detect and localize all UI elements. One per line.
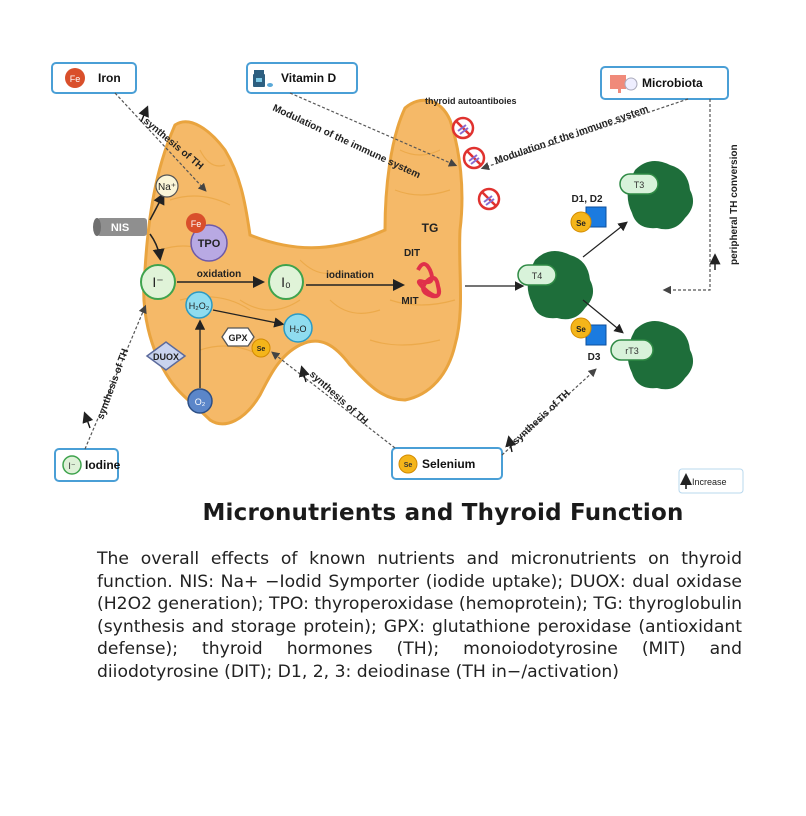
fe-cofactor: Fe <box>191 219 202 229</box>
iron-label: Iron <box>98 71 121 85</box>
iodine-symbol: I⁻ <box>68 461 76 471</box>
iodine-label: Iodine <box>85 458 121 472</box>
h2o-molecule: H₂O <box>290 324 307 334</box>
microbiota-modulation-label: Modulation of the immune system <box>493 104 650 167</box>
iodine-synthesis-label: synthesis of TH <box>95 347 131 421</box>
vitamin-d-box: Vitamin D <box>246 62 358 94</box>
mit-label: MIT <box>401 296 418 307</box>
antibody-blocked-icon <box>462 146 486 170</box>
d3-selenium: Se <box>576 325 586 334</box>
nis-transporter: NIS <box>93 218 147 236</box>
iodine-to-iodide-connector <box>84 304 147 450</box>
increase-label: Increase <box>692 477 727 487</box>
iron-symbol: Fe <box>70 74 81 84</box>
gpx-enzyme <box>221 327 255 347</box>
rt3-protein: rT3 <box>610 321 694 390</box>
rt3-label: rT3 <box>625 346 639 356</box>
tg-label: TG <box>422 221 439 235</box>
microbiota-to-antibodies-connector <box>480 98 689 171</box>
figure-caption: The overall effects of known nutrients a… <box>97 549 742 682</box>
thyroid-diagram: Fe Iron Vitamin D Microbiota I⁻ Iodine S… <box>51 62 744 494</box>
iodine-atom: I₀ <box>281 274 291 290</box>
antibody-blocked-icon <box>451 116 475 140</box>
d1-d2-label: D1, D2 <box>571 194 603 205</box>
d3-label: D3 <box>588 352 601 363</box>
gpx-selenium: Se <box>257 346 266 353</box>
selenium-to-d3-connector <box>501 368 597 456</box>
h2o2-molecule: H₂O₂ <box>189 301 210 311</box>
duox-label: DUOX <box>153 352 179 362</box>
sodium-ion: Na⁺ <box>158 182 176 193</box>
vitd-to-antibodies-connector <box>289 92 458 167</box>
gpx-label: GPX <box>228 333 247 343</box>
oxidation-label: oxidation <box>197 269 241 280</box>
selenium-gpx-synthesis-label: synthesis of TH <box>307 369 370 427</box>
vitamin-d-label: Vitamin D <box>281 71 336 85</box>
thyroid-gland <box>142 98 464 426</box>
duox-enzyme <box>145 341 187 371</box>
figure-title: Micronutrients and Thyroid Function <box>202 500 684 526</box>
t4-label: T4 <box>532 271 543 281</box>
t3-label: T3 <box>634 180 645 190</box>
tpo-label: TPO <box>198 238 221 250</box>
t4-protein: T4 <box>517 251 594 320</box>
o2-molecule: O₂ <box>195 397 206 407</box>
t3-protein: T3 <box>619 161 694 230</box>
iron-box: Fe Iron <box>51 62 137 94</box>
peripheral-conversion-label: peripheral TH conversion <box>729 144 740 265</box>
thyroglobulin-chain <box>416 262 442 299</box>
intestine-icon <box>610 75 638 93</box>
selenium-d3-synthesis-label: synthesis of TH <box>511 388 573 447</box>
selenium-symbol: Se <box>404 462 413 469</box>
microbiota-to-peripheral-connector <box>662 99 711 295</box>
dit-label: DIT <box>404 248 420 259</box>
iodination-label: iodination <box>326 270 374 281</box>
tpo-enzyme <box>190 224 228 262</box>
iodine-box: I⁻ Iodine <box>54 448 121 482</box>
increase-legend: Increase <box>678 468 744 494</box>
selenium-label: Selenium <box>422 457 475 471</box>
iodide-ion: I⁻ <box>152 274 163 290</box>
d1-d2-selenium: Se <box>576 219 586 228</box>
selenium-box: Se Selenium <box>391 447 503 480</box>
antibody-blocked-icon <box>477 187 501 211</box>
nis-label: NIS <box>111 222 129 234</box>
autoantibodies-label: thyroid autoantiboies <box>425 96 517 106</box>
iron-to-tpo-connector <box>114 92 207 192</box>
microbiota-box: Microbiota <box>600 66 729 100</box>
microbiota-label: Microbiota <box>642 76 703 90</box>
pill-bottle-icon <box>253 70 273 87</box>
selenium-to-gpx-connector <box>271 351 396 449</box>
